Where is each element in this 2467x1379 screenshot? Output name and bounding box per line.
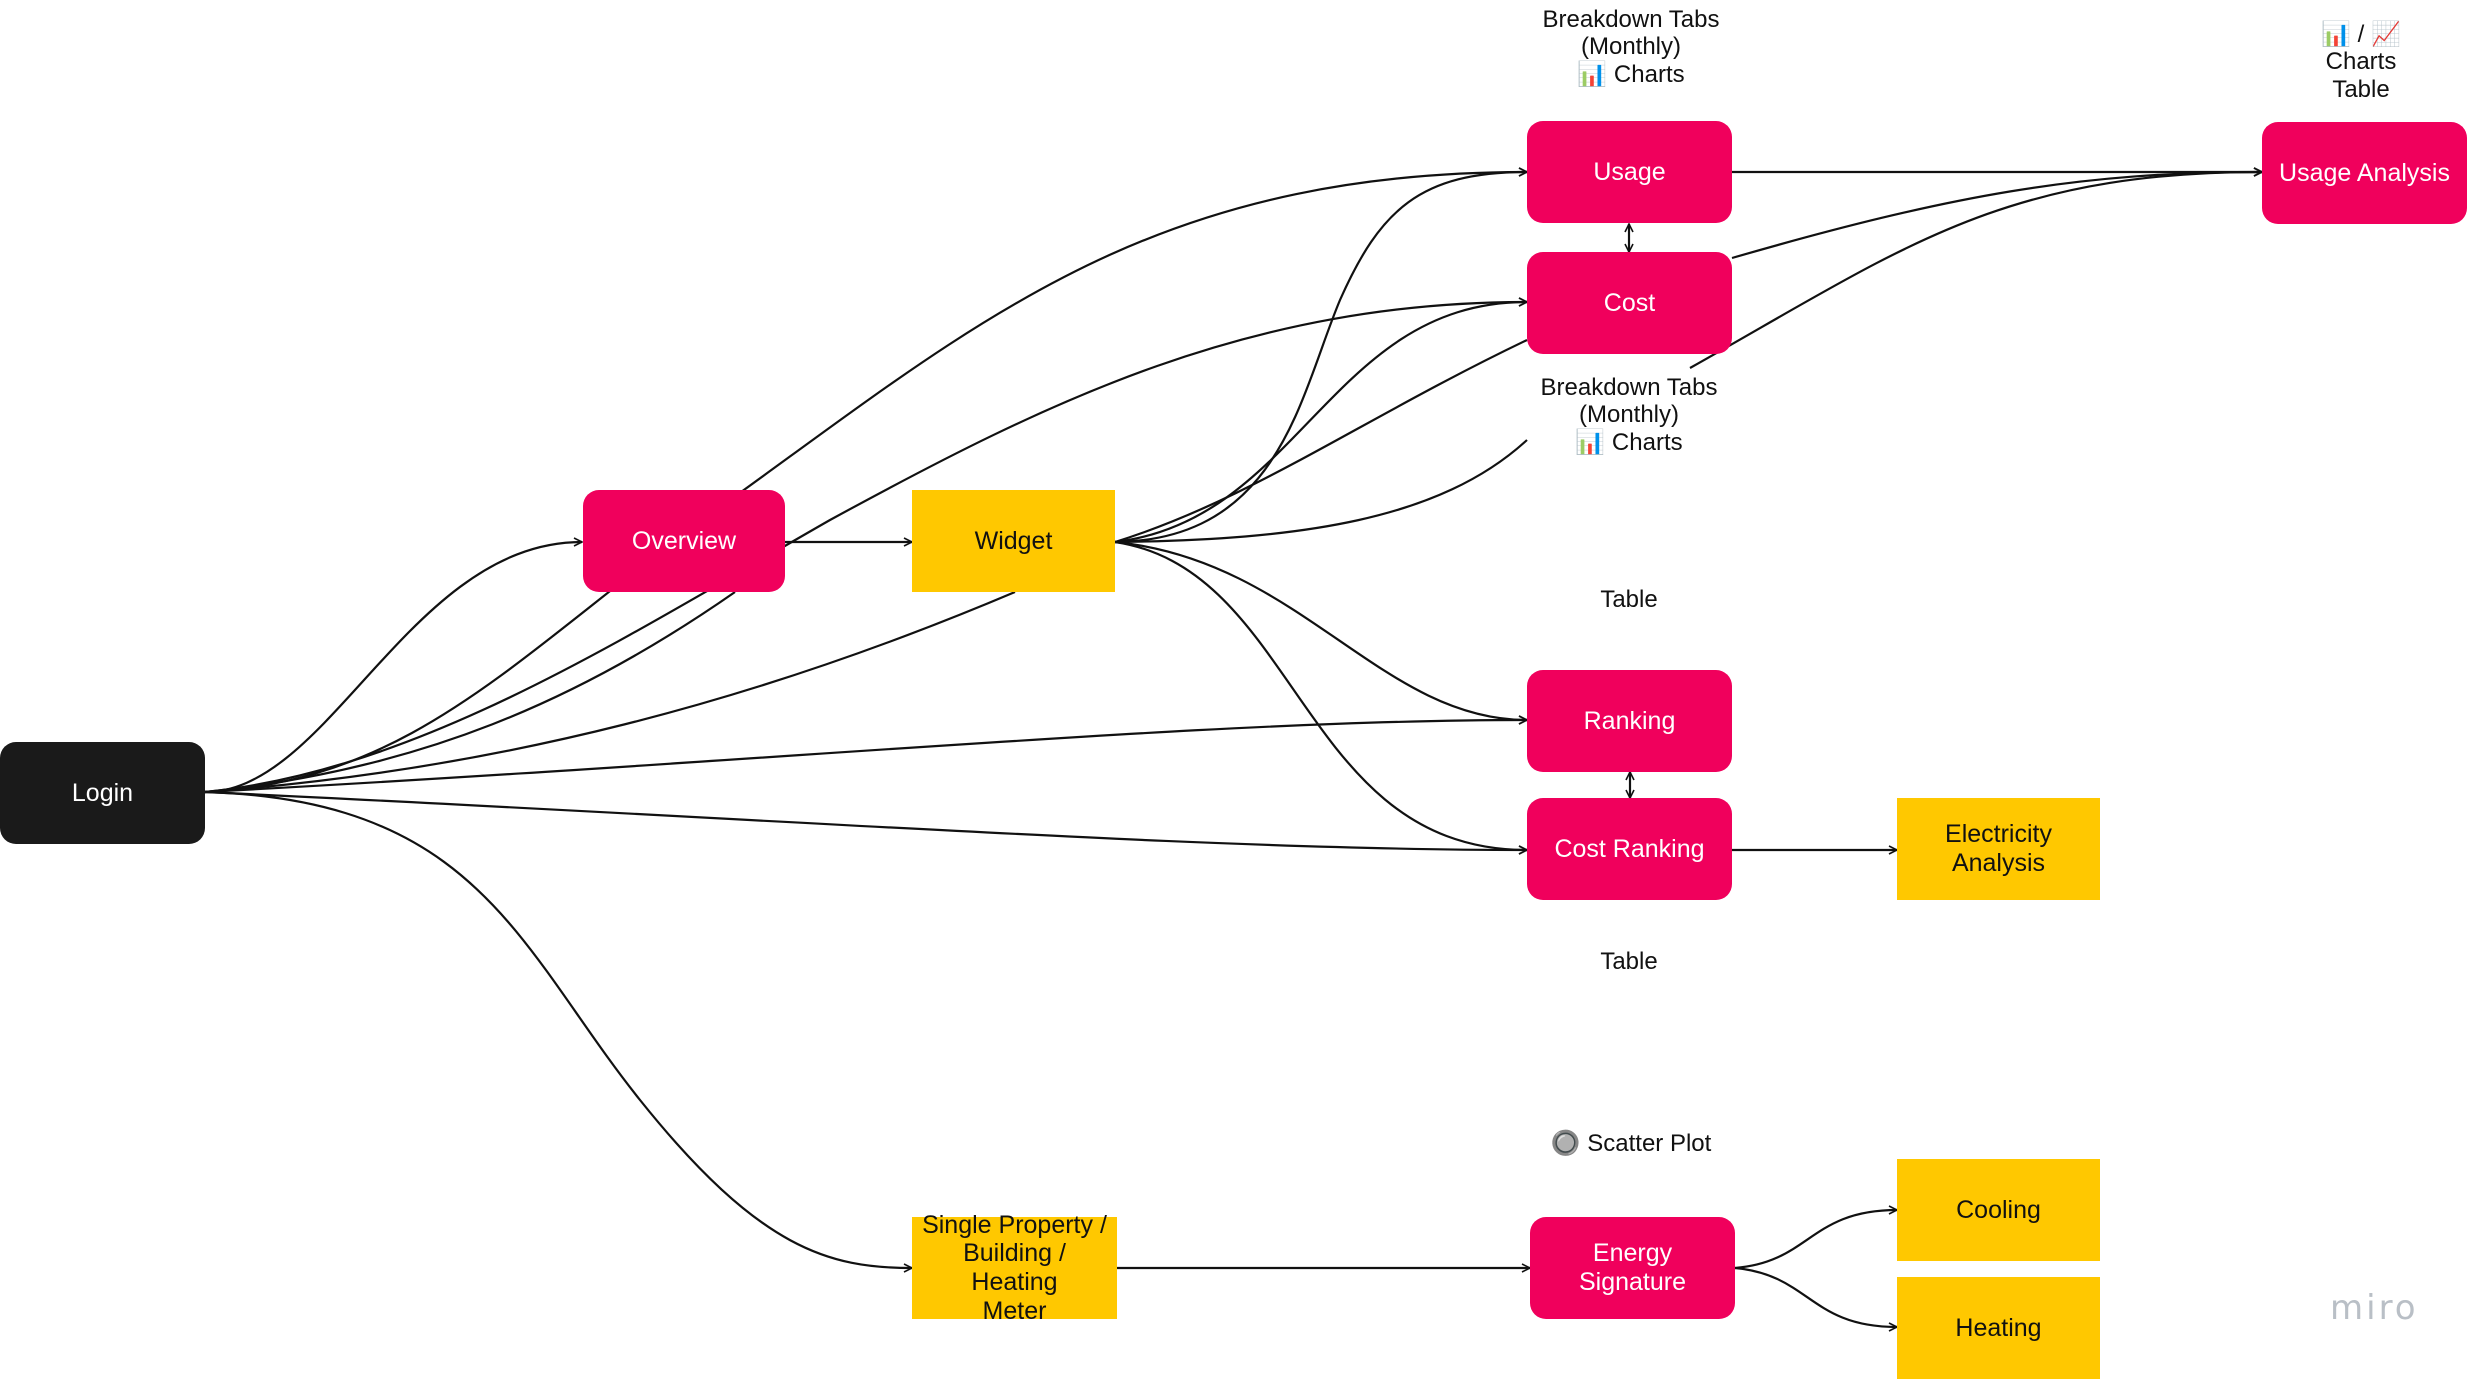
login-label: Login: [71, 778, 134, 807]
edge-widget-cost[interactable]: [1114, 302, 1527, 544]
cost-breakdown-note: Breakdown Tabs (Monthly) 📊 Charts: [1540, 374, 1718, 456]
cooling-label: Cooling: [1956, 1195, 2041, 1224]
edge-login-cost[interactable]: [204, 302, 1527, 794]
energy-signature-label: Energy Signature: [1578, 1239, 1687, 1296]
cost-label: Cost: [1603, 288, 1656, 317]
edge-widget-usage[interactable]: [1114, 172, 1527, 544]
edge-energy-signature-heating[interactable]: [1734, 1266, 1897, 1327]
login-node[interactable]: Login: [0, 742, 205, 844]
usage-label: Usage: [1593, 157, 1666, 186]
cost-ranking-node[interactable]: Cost Ranking: [1527, 798, 1732, 900]
edge-login-overview-branch[interactable]: [204, 591, 736, 794]
miro-watermark: miro: [2330, 1288, 2419, 1328]
usage-analysis-label: Usage Analysis: [2279, 158, 2450, 187]
edge-login-single-property[interactable]: [204, 790, 912, 1268]
usage-node[interactable]: Usage: [1527, 121, 1732, 223]
edge-widget-note[interactable]: [1114, 439, 1528, 544]
overview-node[interactable]: Overview: [583, 490, 785, 592]
edge-login-cost-ranking[interactable]: [204, 790, 1527, 850]
widget-node[interactable]: Widget: [912, 490, 1115, 592]
single-property-node[interactable]: Single Property / Building / Heating Met…: [912, 1211, 1117, 1325]
edge-widget-cost-ranking[interactable]: [1114, 540, 1527, 850]
edge-widget-cost-lower[interactable]: [1114, 339, 1528, 544]
ranking-table-note: Table: [1600, 586, 1658, 613]
usage-analysis-node[interactable]: Usage Analysis: [2262, 122, 2467, 224]
overview-label: Overview: [631, 526, 737, 555]
edge-widget-ranking[interactable]: [1114, 540, 1527, 720]
cost-ranking-label: Cost Ranking: [1554, 834, 1705, 863]
ranking-node[interactable]: Ranking: [1527, 670, 1732, 772]
electricity-analysis-label: Electricity Analysis: [1945, 820, 2052, 877]
edge-login-widget[interactable]: [204, 590, 1016, 794]
energy-signature-node[interactable]: Energy Signature: [1530, 1217, 1735, 1319]
edge-cost-usage-analysis[interactable]: [1731, 172, 2262, 260]
edge-login-usage[interactable]: [204, 172, 1527, 794]
cooling-node[interactable]: Cooling: [1897, 1159, 2100, 1261]
usage-breakdown-note: Breakdown Tabs (Monthly) 📊 Charts: [1542, 6, 1720, 88]
cost-node[interactable]: Cost: [1527, 252, 1732, 354]
usage-analysis-views-note: 📊 / 📈 Charts Table: [2321, 21, 2401, 103]
widget-label: Widget: [974, 526, 1053, 555]
ranking-label: Ranking: [1583, 706, 1676, 735]
scatter-plot-note: 🔘 Scatter Plot: [1550, 1130, 1712, 1157]
electricity-analysis-node[interactable]: Electricity Analysis: [1897, 798, 2100, 900]
cost-ranking-table-note: Table: [1600, 948, 1658, 975]
edge-energy-signature-cooling[interactable]: [1734, 1210, 1897, 1270]
edge-login-overview[interactable]: [204, 542, 582, 794]
heating-node[interactable]: Heating: [1897, 1277, 2100, 1379]
single-property-label: Single Property / Building / Heating Met…: [922, 1210, 1107, 1325]
edge-login-ranking[interactable]: [204, 720, 1527, 794]
heating-label: Heating: [1955, 1313, 2042, 1342]
edge-widget-usage-analysis[interactable]: [1689, 172, 2262, 369]
